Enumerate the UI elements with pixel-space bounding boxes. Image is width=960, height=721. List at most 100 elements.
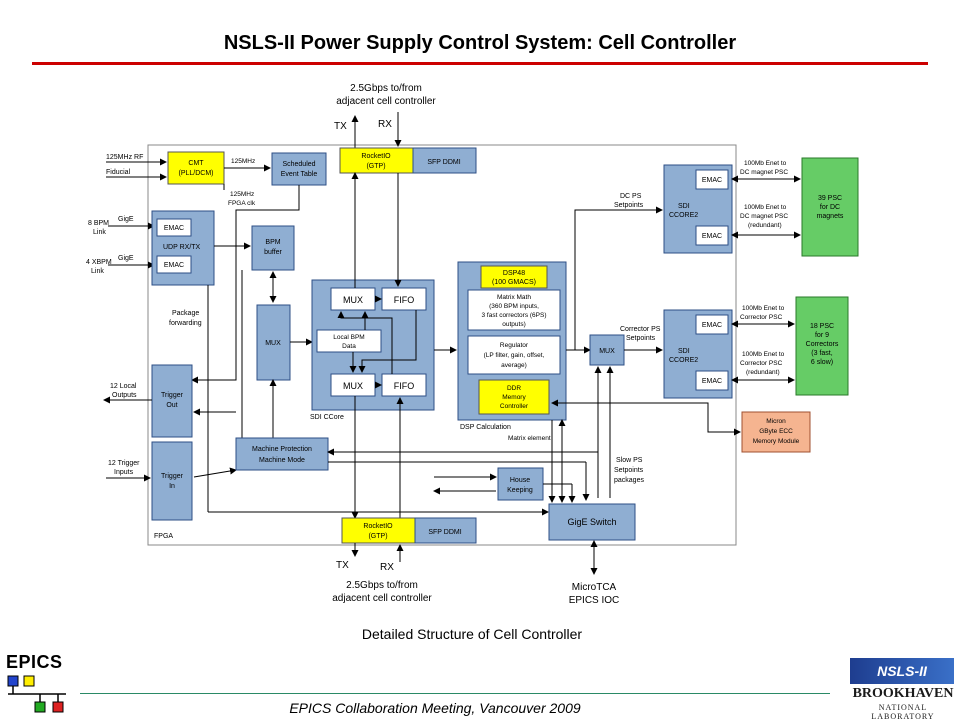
emac-a1 xyxy=(695,169,729,190)
fifo-ccore-2 xyxy=(381,373,427,397)
dc-ps-line2: Setpoints xyxy=(614,202,644,209)
enet-a1-line2: DC magnet PSC xyxy=(740,169,788,176)
input-gige-1: GigE xyxy=(118,216,134,223)
rocketio-bottom xyxy=(341,517,416,544)
emac-b1 xyxy=(695,314,729,335)
trigger-in xyxy=(151,441,193,521)
micron-line2: GByte ECC xyxy=(759,428,793,435)
microtca-line2: EPICS IOC xyxy=(569,595,620,606)
trigger-inputs-line1: 12 Trigger xyxy=(108,460,140,467)
mux-left-label: MUX xyxy=(265,340,281,347)
input-4xbpm: 4 XBPM xyxy=(86,259,112,266)
slow-ps-line1: Slow PS xyxy=(616,457,643,464)
bottom-link-line1: 2.5Gbps to/from xyxy=(346,580,418,591)
microtca-line1: MicroTCA xyxy=(572,582,617,593)
corrector-ps-line2: Setpoints xyxy=(626,335,656,342)
input-125mhz-rf: 125MHz RF xyxy=(106,154,143,161)
slide-title: NSLS-II Power Supply Control System: Cel… xyxy=(223,32,737,54)
rocketio-top xyxy=(339,147,414,174)
psc-18-corrector xyxy=(795,296,849,396)
psc18-line3: Correctors xyxy=(806,341,839,348)
enet-a2-line2: DC magnet PSC xyxy=(740,213,788,220)
nsls-logo: NSLS-II xyxy=(850,658,954,684)
sdi-b-line1: SDI xyxy=(678,348,690,355)
rocketio-bottom-line1: RocketIO xyxy=(363,523,393,530)
hk-line1: House xyxy=(510,477,530,484)
hk-line2: Keeping xyxy=(507,487,533,494)
emac-a2-label: EMAC xyxy=(702,233,722,240)
house-keeping xyxy=(497,467,544,501)
trigger-out-line2: Out xyxy=(166,402,177,409)
bpm-buffer xyxy=(251,225,295,271)
sfp-ddmi-top-label: SFP DDMI xyxy=(427,159,460,166)
epics-logo xyxy=(7,675,66,713)
fifo-ccore-1-label: FIFO xyxy=(394,295,415,305)
regulator xyxy=(467,335,561,375)
matrix-math-line1: Matrix Math xyxy=(497,294,531,301)
micron-line1: Micron xyxy=(766,418,786,425)
psc18-line5: 6 slow) xyxy=(811,359,833,366)
matrix-math xyxy=(467,289,561,331)
psc18-line1: 18 PSC xyxy=(810,323,834,330)
dsp48-line2: (100 GMACS) xyxy=(492,279,536,286)
enet-b2-line2: Corrector PSC xyxy=(740,360,783,367)
regulator-line3: average) xyxy=(501,362,527,369)
ddr-line3: Controller xyxy=(500,403,529,410)
local-outputs-line2: Outputs xyxy=(112,392,137,399)
mux-right-label: MUX xyxy=(599,348,615,355)
machine-protection xyxy=(235,437,329,471)
ddr-line2: Memory xyxy=(502,394,526,401)
rocketio-top-line2: (GTP) xyxy=(366,163,385,170)
enet-a1-line1: 100Mb Enet to xyxy=(744,160,787,167)
dsp48-line1: DSP48 xyxy=(503,270,525,277)
top-link-line2: adjacent cell controller xyxy=(336,96,436,107)
trigger-inputs-line2: Inputs xyxy=(114,469,134,476)
psc39-line2: for DC xyxy=(820,204,840,211)
slow-ps-line3: packages xyxy=(614,477,644,484)
emac-b2 xyxy=(695,370,729,391)
brookhaven-logo: BROOKHAVEN xyxy=(852,686,954,701)
fpga-clk-line1: 125MHz xyxy=(230,191,254,198)
emac-udp-2 xyxy=(156,255,192,274)
psc39-line1: 39 PSC xyxy=(818,195,842,202)
sdi-a-line1: SDI xyxy=(678,203,690,210)
enet-b2-line3: (redundant) xyxy=(746,369,780,376)
sfp-ddmi-bottom xyxy=(414,517,477,544)
fifo-ccore-2-label: FIFO xyxy=(394,381,415,391)
emac-udp-1-label: EMAC xyxy=(164,225,184,232)
epics-wordmark: EPICS xyxy=(6,652,63,672)
cmt-line1: CMT xyxy=(188,160,204,167)
regulator-line2: (LP filter, gain, offset, xyxy=(484,352,545,359)
top-rx: RX xyxy=(378,119,392,130)
fpga-label: FPGA xyxy=(154,533,173,540)
input-8bpm: 8 BPM xyxy=(88,220,109,227)
brookhaven-subtitle: NATIONAL LABORATORY xyxy=(871,703,935,721)
input-8bpm-link: Link xyxy=(93,229,106,236)
fpga-clk-line2: FPGA clk xyxy=(228,200,256,207)
emac-b1-label: EMAC xyxy=(702,322,722,329)
enet-b1-line1: 100Mb Enet to xyxy=(742,305,785,312)
local-bpm-data xyxy=(316,329,382,353)
cmt-block xyxy=(167,151,225,185)
top-tx: TX xyxy=(334,121,347,132)
matrix-element-label: Matrix element xyxy=(508,435,551,442)
bpm-buffer-line2: buffer xyxy=(264,249,282,256)
matrix-math-line2: (360 BPM inputs, xyxy=(489,303,539,310)
dc-ps-line1: DC PS xyxy=(620,193,642,200)
regulator-line1: Regulator xyxy=(500,342,529,349)
micron-memory xyxy=(741,411,811,453)
input-fiducial: Fiducial xyxy=(106,169,131,176)
input-gige-2: GigE xyxy=(118,255,134,262)
micron-line3: Memory Module xyxy=(753,438,800,445)
mp-line2: Machine Mode xyxy=(259,457,305,464)
matrix-math-line4: outputs) xyxy=(502,321,526,328)
mux-ccore-2-label: MUX xyxy=(343,381,363,391)
sdi-a-line2: CCORE2 xyxy=(669,212,698,219)
emac-udp-1 xyxy=(156,218,192,237)
psc18-line4: (3 fast, xyxy=(811,350,832,357)
psc18-line2: for 9 xyxy=(815,332,829,339)
emac-a1-label: EMAC xyxy=(702,177,722,184)
trigger-in-line2: In xyxy=(169,483,175,490)
title-rule xyxy=(32,62,928,65)
